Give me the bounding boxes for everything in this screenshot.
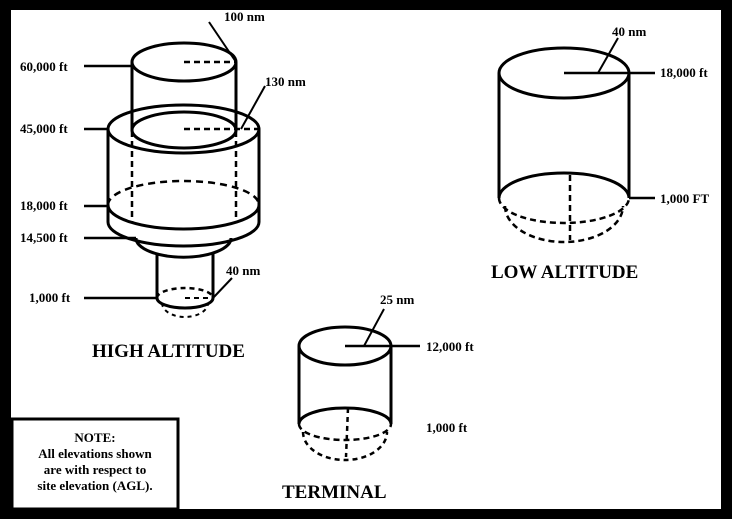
low-elev-bottom-label: 1,000 FT — [660, 191, 709, 206]
low-altitude-title: LOW ALTITUDE — [491, 262, 638, 283]
middle-18000-back — [106, 179, 261, 206]
low-dome — [503, 205, 625, 244]
high-elev-45000-label: 45,000 ft — [20, 121, 68, 136]
low-elev-top-label: 18,000 ft — [660, 65, 708, 80]
note-line-2: All elevations shown — [38, 446, 152, 461]
upper-hidden-edges — [130, 131, 238, 222]
note-box — [10, 417, 180, 511]
terminal-radius-leader — [363, 308, 385, 347]
high-altitude-volume — [84, 21, 266, 318]
terminal-dome-axis — [344, 407, 350, 458]
note-line-3: are with respect to — [44, 462, 146, 477]
low-radius-label: 40 nm — [612, 24, 646, 39]
middle-cylinder-bottom-front — [106, 221, 261, 248]
high-altitude-title: HIGH ALTITUDE — [92, 341, 245, 362]
high-elev-14500-label: 14,500 ft — [20, 230, 68, 245]
lower-cylinder-bottom-back — [155, 286, 215, 299]
low-radius-leader — [597, 37, 619, 74]
terminal-elev-bottom-label: 1,000 ft — [426, 420, 468, 435]
high-elev-60000-label: 60,000 ft — [20, 59, 68, 74]
terminal-volume — [297, 308, 420, 462]
terminal-cylinder-bottom-back — [297, 406, 393, 425]
upper-cylinder-sides — [130, 62, 238, 131]
note-line-4: site elevation (AGL). — [37, 478, 152, 493]
radius-130-leader — [240, 85, 266, 130]
terminal-elev-top-label: 12,000 ft — [426, 339, 474, 354]
radius-40-leader — [212, 277, 233, 299]
middle-18000-front — [106, 204, 261, 231]
high-radius-130-label: 130 nm — [265, 74, 306, 89]
lower-cylinder-sides — [155, 254, 215, 298]
terminal-title: TERMINAL — [282, 482, 387, 503]
low-cylinder-bottom-back — [497, 171, 631, 199]
upper-cylinder-bottom-front — [130, 129, 238, 150]
terminal-dome — [301, 431, 389, 462]
note-heading: NOTE: — [74, 430, 115, 445]
upper-cylinder-bottom — [130, 110, 238, 131]
terminal-radius-label: 25 nm — [380, 292, 414, 307]
high-radius-40-label: 40 nm — [226, 263, 260, 278]
high-elev-18000-label: 18,000 ft — [20, 198, 68, 213]
high-radius-100-label: 100 nm — [224, 9, 265, 24]
middle-14500-front — [134, 237, 233, 259]
high-elev-1000-label: 1,000 ft — [29, 290, 71, 305]
low-cylinder-sides — [497, 73, 631, 198]
lower-cylinder-bottom-front — [155, 297, 215, 310]
radius-100-leader — [208, 21, 237, 63]
terminal-cylinder-bottom-front — [297, 423, 393, 442]
terminal-cylinder-sides — [297, 346, 393, 424]
low-altitude-volume — [497, 37, 655, 244]
